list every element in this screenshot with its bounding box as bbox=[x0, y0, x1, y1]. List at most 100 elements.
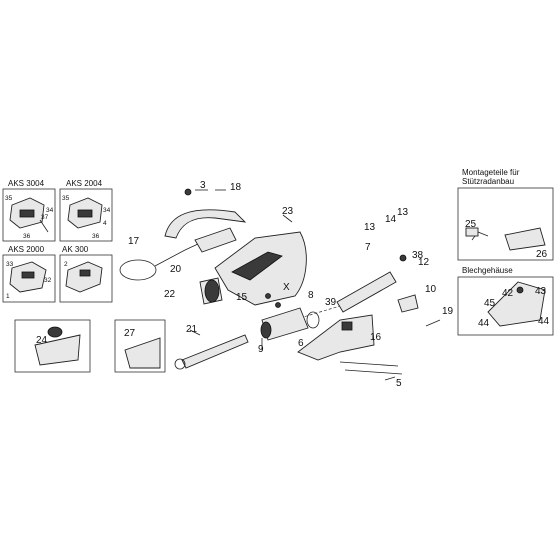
part-23-housing: 23 bbox=[214, 206, 307, 306]
part-17-cable: 17 20 bbox=[119, 227, 237, 281]
callout-32: 32 bbox=[44, 277, 52, 284]
callout-19: 19 bbox=[442, 306, 454, 317]
callout-12: 12 bbox=[418, 257, 430, 268]
callout-36: 36 bbox=[23, 233, 31, 240]
leader-line bbox=[282, 214, 293, 223]
callout-5: 5 bbox=[396, 378, 402, 389]
part-7-tube: 7 13 14 13 38 12 bbox=[299, 207, 430, 319]
callout-4: 4 bbox=[103, 220, 107, 227]
callout-18: 18 bbox=[230, 182, 242, 193]
callout-3: 3 bbox=[200, 180, 206, 191]
inset-montage: Montageteile für Stützradanbau 25 26 bbox=[457, 168, 554, 261]
callout-2: 2 bbox=[64, 261, 68, 268]
inset-aks-2000: AKS 2000 33 32 1 bbox=[2, 245, 56, 303]
callout-1: 1 bbox=[6, 293, 10, 300]
callout-42: 42 bbox=[502, 288, 514, 299]
part-6-slider: 6 bbox=[260, 307, 309, 349]
coupling-handle-drawing bbox=[77, 209, 93, 218]
coupling-handle-drawing bbox=[21, 271, 35, 279]
part-10-clamp: 10 bbox=[397, 284, 437, 313]
callout-44: 44 bbox=[538, 316, 550, 327]
callout-26: 26 bbox=[536, 249, 548, 260]
leader-line bbox=[384, 376, 396, 381]
shock-absorber-drawing bbox=[181, 334, 249, 369]
inset-blech-title: Blechgehäuse bbox=[462, 266, 513, 275]
bracket-block-drawing bbox=[341, 321, 353, 331]
bolt-drawing bbox=[344, 369, 403, 375]
coupling-handle-drawing bbox=[79, 269, 91, 277]
inset-part-24: 24 bbox=[14, 319, 91, 373]
spring-20-drawing bbox=[194, 227, 237, 253]
part-19-bolt: 19 bbox=[425, 306, 454, 327]
callout-35: 35 bbox=[62, 195, 70, 202]
callout-14: 14 bbox=[385, 214, 397, 225]
part-15-screws: 15 X bbox=[236, 282, 290, 308]
callout-23: 23 bbox=[282, 206, 294, 217]
coupling-handle-drawing bbox=[19, 209, 35, 218]
screw-3-drawing bbox=[184, 188, 192, 196]
callout-35: 35 bbox=[5, 195, 13, 202]
hand-lever-drawing bbox=[164, 209, 247, 239]
inset-montage-subtitle: Stützradanbau bbox=[462, 177, 514, 186]
inset-aks-2004-title: AKS 2004 bbox=[66, 179, 103, 188]
callout-24: 24 bbox=[36, 335, 48, 346]
bolt-drawing bbox=[425, 319, 441, 327]
housing-drawing bbox=[487, 281, 546, 327]
callout-43: 43 bbox=[535, 286, 547, 297]
part-5-bolts: 5 bbox=[339, 361, 403, 389]
callout-20: 20 bbox=[170, 264, 182, 275]
screw-drawing bbox=[516, 286, 524, 294]
cover-plate-drawing bbox=[124, 337, 161, 369]
inset-aks-2004: AKS 2004 35 34 4 36 bbox=[59, 179, 113, 242]
callout-38: 38 bbox=[412, 250, 424, 261]
cable-drawing bbox=[154, 243, 199, 267]
callout-33: 33 bbox=[6, 261, 14, 268]
inset-montage-title: Montageteile für bbox=[462, 168, 520, 177]
coupling-head-drawing bbox=[65, 261, 103, 293]
callout-22: 22 bbox=[164, 289, 176, 300]
callout-13: 13 bbox=[397, 207, 409, 218]
callout-39: 39 bbox=[325, 297, 337, 308]
inset-aks-3004: AKS 3004 35 34 37 36 bbox=[2, 179, 56, 242]
callout-36: 36 bbox=[92, 233, 100, 240]
callout-17: 17 bbox=[128, 236, 140, 247]
callout-x: X bbox=[283, 282, 290, 293]
callout-44: 44 bbox=[478, 318, 490, 329]
slide-bearing-end-drawing bbox=[260, 321, 272, 339]
callout-6: 6 bbox=[298, 338, 304, 349]
housing-grip-drawing bbox=[231, 251, 283, 281]
nut-38-drawing bbox=[399, 254, 407, 262]
part-9-pin: 9 bbox=[258, 338, 264, 355]
inset-ak-300-title: AK 300 bbox=[62, 245, 89, 254]
mount-bracket-drawing bbox=[504, 227, 546, 251]
callout-13: 13 bbox=[364, 222, 376, 233]
inset-aks-3004-title: AKS 3004 bbox=[8, 179, 45, 188]
part-39-bracket: 39 16 bbox=[297, 297, 382, 361]
drawbar-tube-drawing bbox=[336, 271, 397, 313]
callout-34: 34 bbox=[46, 207, 54, 214]
buffer-face-drawing bbox=[204, 279, 220, 303]
part-18-handle: 3 18 bbox=[164, 180, 247, 239]
cover-plate-drawing bbox=[34, 334, 81, 366]
callout-27: 27 bbox=[124, 328, 136, 339]
callout-8: 8 bbox=[308, 290, 314, 301]
assembly-line bbox=[299, 305, 341, 319]
absorber-eye-drawing bbox=[174, 358, 186, 370]
callout-9: 9 bbox=[258, 344, 264, 355]
inset-part-27: 27 bbox=[114, 319, 166, 373]
clamp-drawing bbox=[465, 227, 479, 237]
callout-21: 21 bbox=[186, 324, 198, 335]
inset-ak-300: AK 300 2 bbox=[59, 245, 113, 303]
callout-45: 45 bbox=[484, 298, 496, 309]
ring-drawing bbox=[306, 311, 320, 329]
part-22-buffer: 22 bbox=[164, 277, 223, 305]
part-21-damper: 21 bbox=[174, 324, 249, 370]
leader-line bbox=[189, 329, 201, 336]
callout-25: 25 bbox=[465, 219, 477, 230]
callout-10: 10 bbox=[425, 284, 437, 295]
callout-37: 37 bbox=[41, 214, 49, 221]
clamp-drawing bbox=[397, 294, 419, 313]
screw-drawing bbox=[275, 302, 281, 308]
inset-blech: Blechgehäuse 42 43 45 44 44 bbox=[457, 266, 554, 336]
knob-drawing bbox=[47, 326, 63, 338]
